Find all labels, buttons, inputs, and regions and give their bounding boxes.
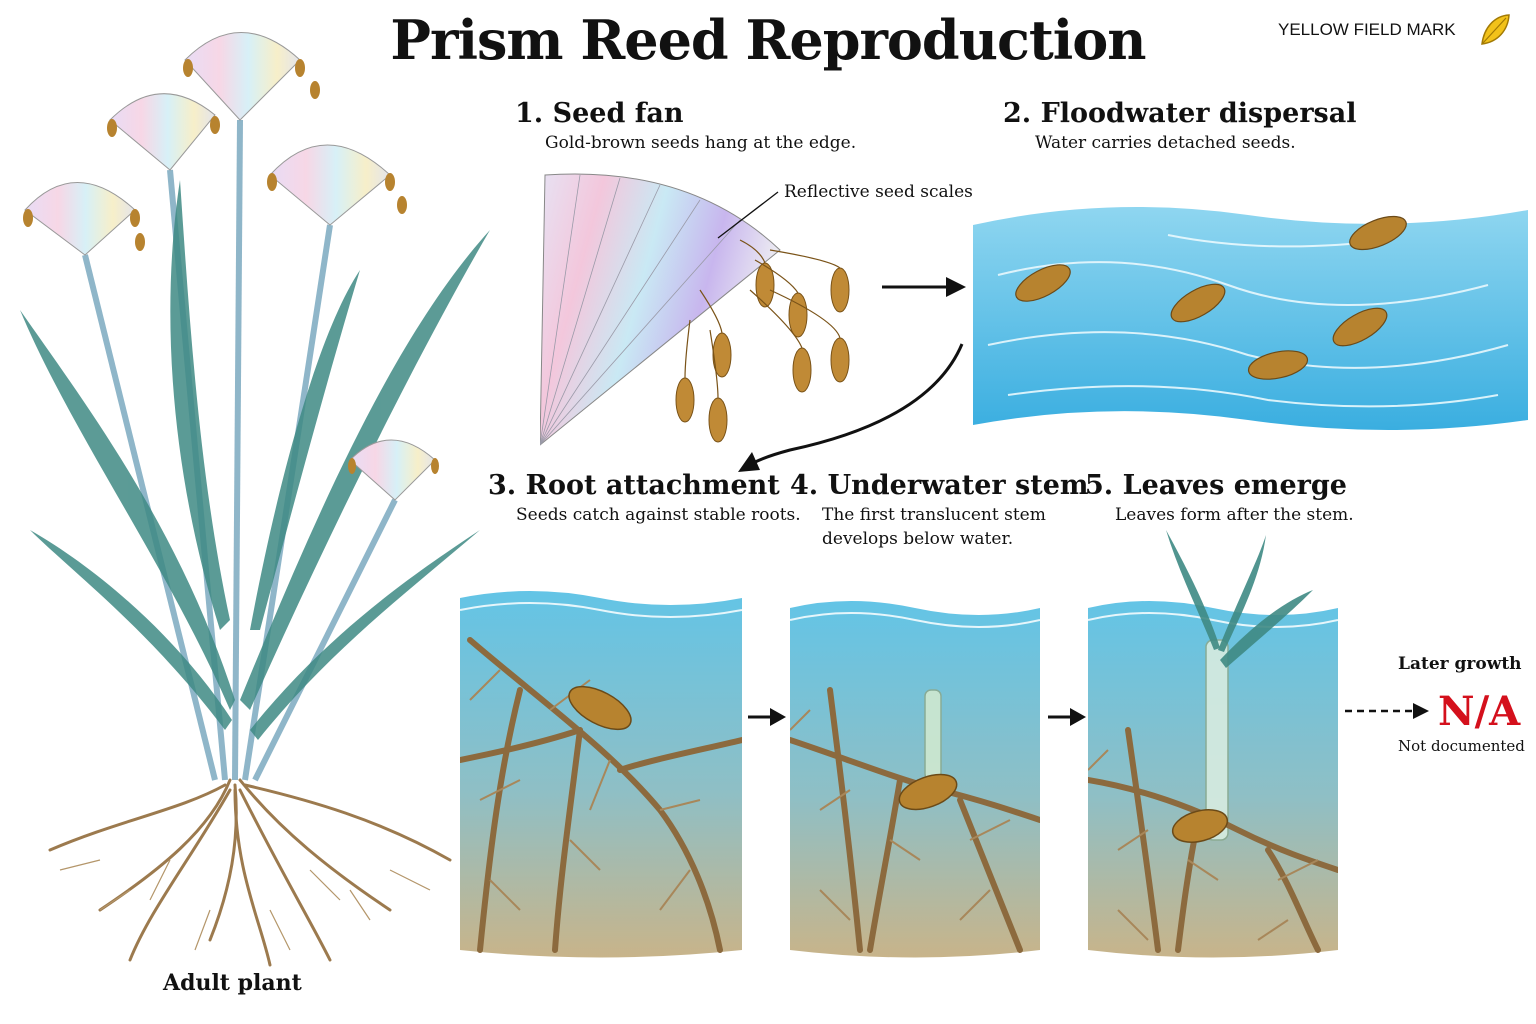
callout-leader-line — [717, 191, 779, 239]
step-3-title: 3. Root attachment — [488, 470, 780, 501]
step-5: 5. Leaves emerge Leaves form after the s… — [1085, 470, 1354, 527]
arrow-right-icon — [1048, 708, 1086, 726]
adult-plant-caption: Adult plant — [163, 970, 302, 996]
seed-scales-callout: Reflective seed scales — [784, 182, 973, 202]
step-4: 4. Underwater stem The first translucent… — [790, 470, 1088, 551]
underwater-stem-panel — [790, 601, 1040, 958]
leaves-emerge-panel — [1088, 530, 1338, 958]
step-3-description: Seeds catch against stable roots. — [516, 505, 801, 525]
step-2-description: Water carries detached seeds. — [1035, 133, 1296, 153]
translucent-stem — [924, 689, 942, 781]
step-5-description: Leaves form after the stem. — [1115, 505, 1354, 525]
later-growth-value: N/A — [1438, 688, 1521, 735]
step-3: 3. Root attachment Seeds catch against s… — [488, 470, 801, 527]
floodwater-illustration — [973, 207, 1528, 430]
seed-fan-shapes — [24, 32, 436, 501]
yellow-leaf-icon — [1481, 14, 1510, 45]
step-2-title: 2. Floodwater dispersal — [1003, 98, 1357, 129]
step-5-title: 5. Leaves emerge — [1085, 470, 1347, 501]
curved-arrow-icon — [738, 343, 964, 472]
arrow-right-icon — [748, 708, 786, 726]
step-1-description: Gold-brown seeds hang at the edge. — [545, 133, 857, 153]
step-1-title: 1. Seed fan — [515, 98, 684, 129]
adult-plant-illustration — [20, 32, 490, 967]
page-title: Prism Reed Reproduction — [390, 8, 1146, 72]
step-4-description: The first translucent stem develops belo… — [822, 505, 1046, 549]
dashed-arrow-icon — [1345, 703, 1429, 719]
step-2: 2. Floodwater dispersal Water carries de… — [1003, 98, 1357, 155]
step-4-title: 4. Underwater stem — [790, 470, 1089, 501]
later-growth-label: Later growth — [1398, 654, 1522, 674]
root-attachment-panel — [460, 591, 742, 958]
arrow-right-icon — [882, 277, 966, 297]
seed-fan-illustration — [540, 173, 850, 446]
field-mark-label: YELLOW FIELD MARK — [1278, 20, 1456, 39]
later-growth-note: Not documented — [1398, 737, 1525, 755]
step-1: 1. Seed fan Gold-brown seeds hang at the… — [515, 98, 856, 155]
emerging-leaves — [1166, 530, 1313, 668]
